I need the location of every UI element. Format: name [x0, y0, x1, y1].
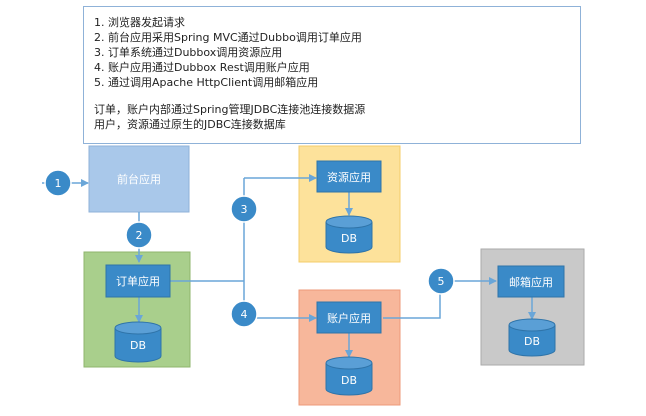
frontend-label: 前台应用 [117, 172, 161, 186]
account-app-label: 账户应用 [327, 311, 371, 325]
mail-app-label: 邮箱应用 [509, 275, 553, 289]
note-paragraph-line-2: 用户，资源通过原生的JDBC连接数据库 [94, 118, 286, 131]
step-3-circle [230, 195, 258, 223]
step-5-circle [427, 267, 455, 295]
mail-app-box [497, 265, 565, 298]
resource-db-icon [325, 215, 373, 254]
step-2-label: 2 [136, 229, 143, 242]
note-step-2: 2. 前台应用采用Spring MVC通过Dubbo调用订单应用 [94, 31, 362, 44]
step-3-label: 3 [241, 203, 248, 216]
note-step-4: 4. 账户应用通过Dubbox Rest调用账户应用 [94, 61, 310, 74]
step-1-circle [44, 169, 72, 197]
account-db-icon [325, 356, 373, 396]
order-db-label: DB [130, 339, 146, 352]
note-paragraph-line-1: 订单，账户内部通过Spring管理JDBC连接池连接数据源 [94, 103, 366, 116]
note-step-5: 5. 通过调用Apache HttpClient调用邮箱应用 [94, 76, 319, 89]
resource-db-label: DB [341, 232, 357, 245]
step-4-circle [230, 300, 258, 328]
order-app-label: 订单应用 [116, 274, 160, 288]
resource-app-label: 资源应用 [327, 170, 371, 184]
mail-db-icon [508, 318, 556, 357]
step-4-label: 4 [241, 308, 248, 321]
note-step-1: 1. 浏览器发起请求 [94, 16, 185, 29]
step-5-label: 5 [438, 275, 445, 288]
account-db-label: DB [341, 374, 357, 387]
step-2-circle [125, 221, 153, 249]
order-db-icon [114, 321, 162, 363]
resource-app-box [316, 160, 382, 193]
description-note: 1. 浏览器发起请求 2. 前台应用采用Spring MVC通过Dubbo调用订… [83, 6, 581, 144]
mail-db-label: DB [524, 335, 540, 348]
account-app-box [316, 301, 382, 334]
note-step-3: 3. 订单系统通过Dubbox调用资源应用 [94, 46, 283, 59]
step-1-label: 1 [55, 177, 62, 190]
account-to-mail-line [383, 277, 497, 319]
order-app-box [105, 264, 171, 298]
